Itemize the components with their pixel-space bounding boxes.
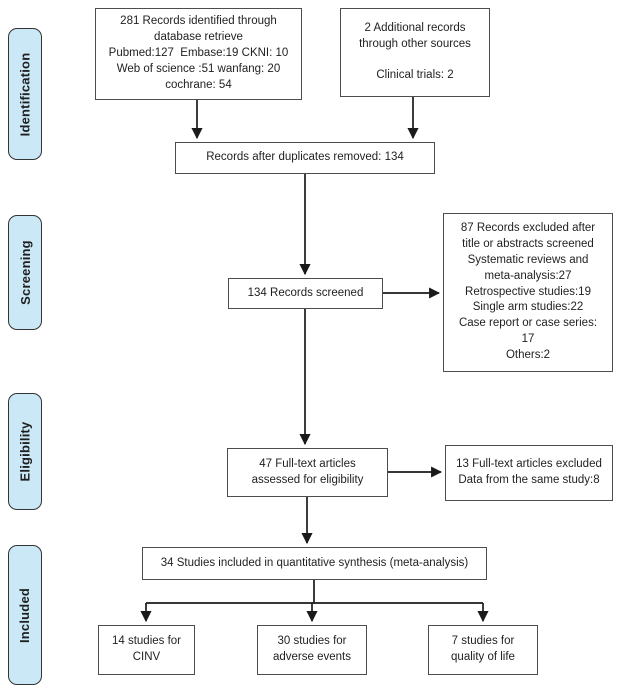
stage-identification: Identification [8, 28, 42, 160]
stage-eligibility: Eligibility [8, 393, 42, 510]
box-additional-records: 2 Additional records through other sourc… [340, 8, 490, 97]
studies-cinv-text: 14 studies for CINV [111, 635, 182, 663]
box-records-excluded: 87 Records excluded after title or abstr… [443, 213, 613, 372]
box-duplicates-removed: Records after duplicates removed: 134 [175, 142, 435, 174]
studies-adverse-events-text: 30 studies for adverse events [273, 635, 351, 663]
stage-included: Included [8, 545, 42, 685]
stage-screening: Screening [8, 215, 42, 330]
stage-eligibility-label: Eligibility [17, 421, 33, 482]
records-identified-text: 281 Records identified through database … [108, 15, 289, 91]
box-fulltext-assessed: 47 Full-text articles assessed for eligi… [227, 448, 388, 497]
box-studies-quality-of-life: 7 studies for quality of life [428, 625, 538, 675]
stage-screening-label: Screening [17, 240, 33, 305]
fulltext-excluded-text: 13 Full-text articles excluded Data from… [456, 458, 602, 486]
additional-records-text: 2 Additional records through other sourc… [359, 21, 471, 82]
box-fulltext-excluded: 13 Full-text articles excluded Data from… [445, 445, 613, 501]
box-records-identified: 281 Records identified through database … [95, 8, 302, 100]
records-excluded-text: 87 Records excluded after title or abstr… [458, 222, 598, 361]
quantitative-synthesis-text: 34 Studies included in quantitative synt… [160, 556, 469, 569]
box-studies-cinv: 14 studies for CINV [98, 625, 195, 675]
fulltext-assessed-text: 47 Full-text articles assessed for eligi… [251, 457, 364, 486]
duplicates-removed-text: Records after duplicates removed: 134 [206, 151, 404, 164]
box-quantitative-synthesis: 34 Studies included in quantitative synt… [142, 547, 487, 580]
studies-quality-of-life-text: 7 studies for quality of life [451, 635, 515, 663]
records-screened-text: 134 Records screened [247, 286, 364, 299]
box-studies-adverse-events: 30 studies for adverse events [257, 625, 367, 675]
box-records-screened: 134 Records screened [228, 278, 383, 309]
stage-included-label: Included [17, 587, 33, 643]
stage-identification-label: Identification [17, 52, 33, 136]
